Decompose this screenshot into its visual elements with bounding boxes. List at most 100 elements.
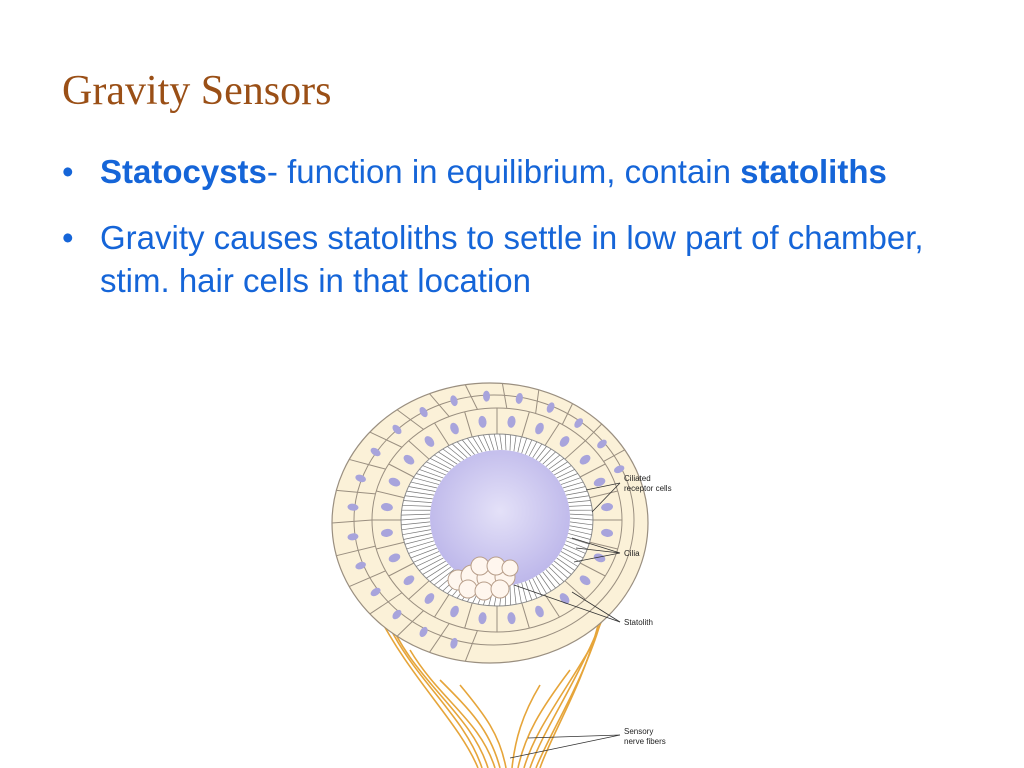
cilium (402, 529, 432, 536)
statolith-cluster (447, 556, 519, 601)
cilium (401, 513, 431, 516)
cilium (472, 436, 483, 453)
cell-nucleus (370, 587, 381, 597)
cilium (509, 434, 512, 451)
cilium (400, 517, 431, 521)
cilium (556, 557, 575, 571)
label-statolith: Statolith (624, 618, 653, 627)
cilium (499, 433, 503, 451)
cell-divider (388, 463, 415, 478)
cilium (410, 481, 438, 489)
bullet-dot-icon: • (62, 153, 74, 190)
cell-divider (464, 602, 473, 629)
cilium (406, 540, 435, 550)
term-statoliths: statoliths (740, 153, 887, 190)
term-statocysts: Statocysts (100, 153, 267, 190)
cell-divider (585, 423, 603, 442)
cilium (542, 571, 556, 589)
cell-divider (464, 630, 478, 662)
label-cilia: Cilia (624, 549, 640, 558)
slide-title: Gravity Sensors (62, 68, 332, 114)
cilium (528, 579, 538, 599)
cell-nucleus (579, 575, 591, 586)
cilium (488, 434, 495, 451)
cilium (467, 438, 479, 454)
cell-divider (376, 541, 405, 550)
cell-nucleus (597, 439, 607, 449)
cell-divider (376, 490, 405, 499)
cell-nucleus (559, 436, 570, 447)
cilium (401, 525, 431, 531)
cilium (521, 438, 527, 454)
bullet-item-statocysts: • Statocysts- function in equilibrium, c… (62, 150, 962, 193)
cell-nucleus (347, 503, 359, 511)
cilium (567, 536, 590, 545)
cilium (426, 461, 449, 473)
cell-nucleus (579, 454, 591, 465)
label-ciliated-line2: receptor cells (624, 484, 672, 493)
label-sensory-line1: Sensory (624, 727, 653, 736)
bullet-text: Gravity causes statoliths to settle in l… (100, 219, 924, 299)
cell-nucleus (392, 424, 402, 435)
cilium (461, 439, 475, 455)
cilium (525, 439, 533, 455)
cell-nucleus (482, 390, 491, 402)
cilium (568, 500, 591, 503)
cilium (528, 441, 538, 457)
cilium (422, 560, 446, 575)
cell-nucleus (355, 474, 366, 483)
cilium (562, 547, 584, 559)
cilium (477, 435, 487, 452)
cell-nucleus (601, 503, 614, 512)
cilium (403, 500, 432, 503)
cilium (429, 458, 452, 470)
cilium (419, 469, 444, 479)
label-leaders (509, 482, 621, 759)
cell-divider (544, 422, 560, 446)
cilium (560, 477, 581, 485)
cilium (532, 443, 543, 459)
cilium (438, 451, 458, 465)
cilium (525, 581, 533, 601)
cilium (551, 461, 568, 473)
cell-divider (589, 490, 618, 499)
cilium (451, 443, 468, 459)
cell-nucleus (574, 418, 584, 428)
cell-divider (579, 463, 606, 478)
cilium (568, 533, 591, 540)
cell-nucleus (507, 612, 516, 625)
cilium (447, 446, 465, 461)
cell-nucleus (380, 528, 393, 537)
cell-nucleus (392, 609, 402, 620)
cell-divider (535, 389, 540, 414)
cell-nucleus (403, 454, 415, 465)
cell-nucleus (370, 447, 381, 457)
bullet-text: - function in equilibrium, contain (266, 153, 741, 190)
cilium (413, 477, 440, 485)
cilium (545, 454, 561, 467)
cell-divider (396, 409, 424, 430)
cilium (569, 517, 594, 521)
cell-nucleus (507, 415, 516, 428)
cilium (406, 490, 435, 496)
cilium (545, 569, 561, 586)
cilium (565, 490, 588, 496)
cilium (568, 504, 592, 507)
cilium (542, 451, 556, 465)
bullet-item-gravity: • Gravity causes statoliths to settle in… (62, 216, 962, 302)
cilium (429, 566, 452, 582)
cilium (493, 433, 499, 451)
cell-nucleus (593, 553, 606, 563)
cell-divider (501, 383, 508, 409)
cilium (548, 566, 565, 582)
cilium (558, 473, 578, 482)
cell-nucleus (601, 528, 614, 537)
cell-nucleus (559, 593, 570, 604)
cell-nucleus (450, 422, 459, 435)
cell-divider (336, 489, 376, 495)
cell-divider (464, 411, 473, 438)
cilium (562, 481, 584, 489)
cilium (422, 465, 446, 476)
cilium (553, 560, 572, 575)
cell-divider (369, 592, 403, 615)
